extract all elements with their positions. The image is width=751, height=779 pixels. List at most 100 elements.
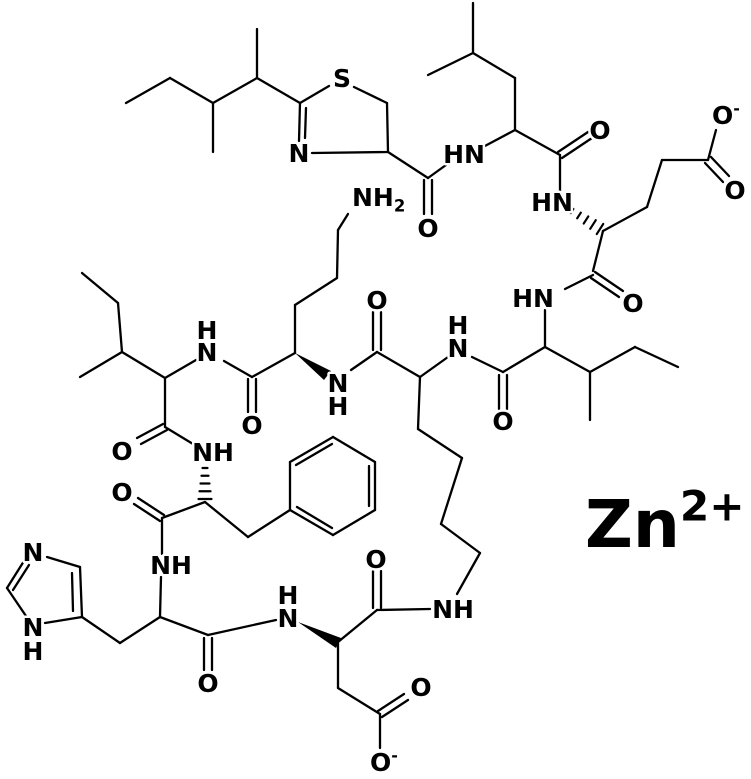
atom-label: O (622, 289, 643, 318)
wedge-bond (295, 353, 331, 380)
bond (203, 500, 250, 539)
atom-label: HN (531, 188, 573, 217)
bond (250, 351, 297, 379)
bond (589, 276, 621, 299)
atom-label: N (448, 334, 469, 363)
bond (293, 276, 339, 307)
bond (303, 106, 308, 140)
bond (297, 101, 302, 143)
bond (124, 76, 172, 105)
bond (439, 456, 464, 526)
atom-label: O (417, 214, 438, 243)
bond (336, 608, 379, 644)
hash-bond-stroke (582, 215, 590, 225)
atom-label: O (589, 116, 610, 145)
bond (118, 615, 162, 645)
bond (168, 76, 215, 105)
bond (375, 350, 422, 379)
stereo-wedges-layer (295, 353, 341, 648)
bond (45, 555, 82, 569)
atom-label: NH (192, 438, 234, 467)
atom-label: H (278, 581, 299, 610)
stereo-hashes-layer (197, 207, 605, 501)
bond (158, 575, 163, 619)
atom-label: N (328, 369, 349, 398)
bond (158, 615, 210, 637)
atom-label: H (23, 637, 44, 666)
bond (416, 375, 422, 431)
bond (136, 496, 166, 517)
atom-label: N (197, 338, 218, 367)
hash-bond-stroke (595, 222, 605, 236)
bond (331, 508, 377, 537)
bond (426, 51, 475, 77)
bond (380, 698, 410, 719)
bond (386, 150, 430, 180)
bond (349, 350, 379, 372)
atom-label: O (724, 176, 745, 205)
hash-bond-stroke (569, 207, 575, 215)
bond (336, 686, 382, 716)
atom-label: O (410, 673, 431, 702)
bond (5, 586, 28, 618)
bond (633, 345, 680, 369)
bond (593, 270, 625, 293)
bond (481, 128, 517, 149)
bond (471, 51, 517, 80)
bond (222, 359, 254, 379)
atom-label: H (328, 392, 349, 421)
bond (120, 350, 167, 380)
bond-lines-layer (5, 1, 731, 750)
bond (163, 358, 198, 380)
atom-label: N (289, 139, 310, 168)
bond (645, 158, 664, 209)
bond (376, 692, 406, 713)
bond (331, 435, 377, 464)
atom-label: HN (443, 140, 485, 169)
atom-label: O (241, 411, 262, 440)
atom-label: O (111, 478, 132, 507)
bond (246, 508, 292, 539)
bond (310, 150, 390, 155)
bond (78, 350, 124, 379)
bond (294, 442, 334, 467)
atom-label: H (448, 311, 469, 340)
bond (416, 427, 464, 460)
bond (563, 273, 595, 291)
bond (11, 563, 31, 592)
bond (455, 551, 482, 596)
bond (295, 505, 334, 530)
bond (560, 136, 594, 160)
bond (211, 76, 259, 105)
atom-label: H (197, 316, 218, 345)
bond (70, 571, 75, 613)
atom-label: NH (150, 551, 192, 580)
bond (132, 502, 162, 523)
atom-label: NH (432, 595, 474, 624)
bond (556, 130, 590, 154)
bond (160, 500, 207, 520)
bond (591, 229, 605, 273)
atom-label: O (365, 545, 386, 574)
atom-label: NH2 (352, 183, 405, 216)
bond (255, 76, 302, 105)
bond (43, 615, 84, 625)
atom-label: S (333, 64, 351, 93)
atom-label: N (278, 604, 299, 633)
atom-label: O (366, 286, 387, 315)
bond (135, 422, 165, 440)
bond (543, 345, 592, 374)
bond (288, 435, 335, 464)
bond (601, 205, 649, 233)
bond (709, 155, 731, 178)
atom-label: N (23, 538, 44, 567)
hash-bond-stroke (576, 211, 582, 220)
bond (385, 101, 390, 154)
atom-label: O- (370, 746, 398, 777)
zinc-ion-label: Zn2+ (585, 482, 745, 563)
bond (703, 161, 725, 184)
bond (375, 607, 432, 612)
